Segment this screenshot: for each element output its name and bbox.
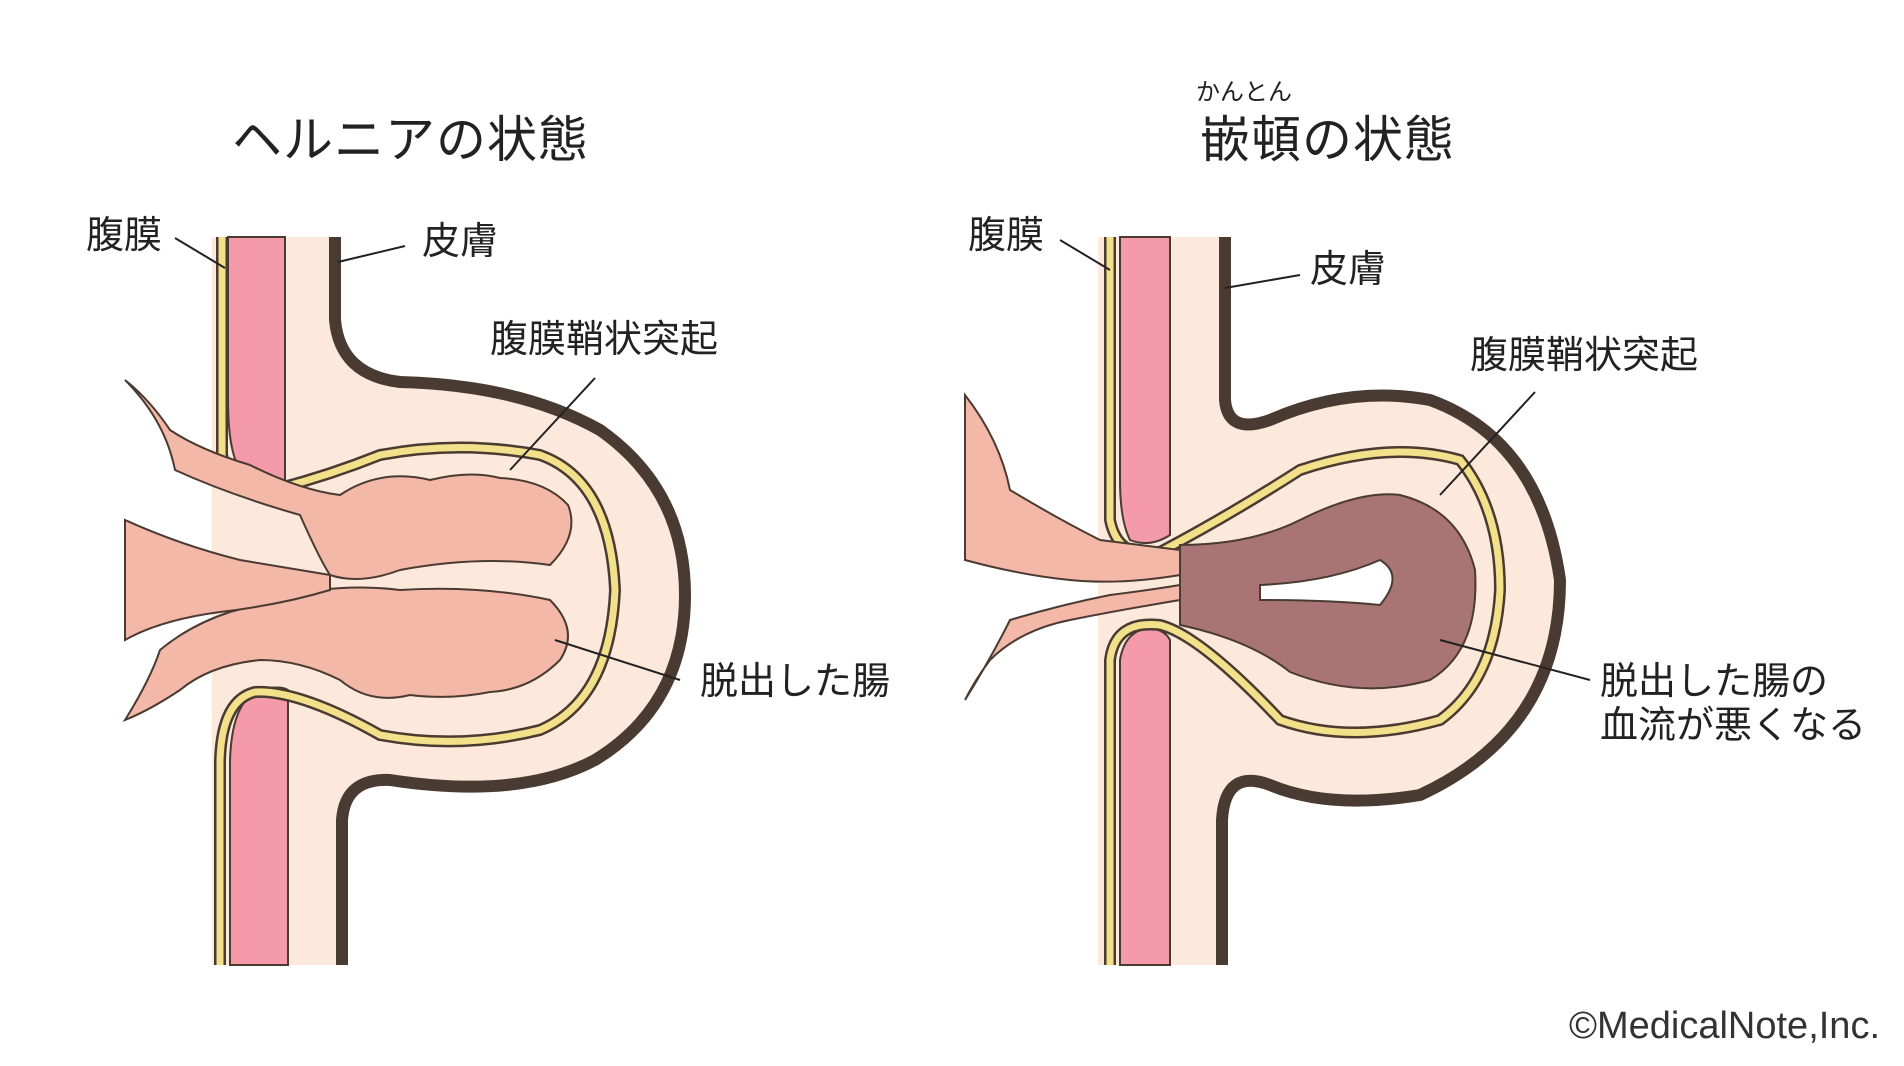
left-leader-processus xyxy=(509,377,596,471)
right-leader-skin xyxy=(1224,274,1301,289)
right-muscle-lower xyxy=(1119,626,1171,966)
right-muscle-upper xyxy=(1119,236,1171,545)
right-label-processus: 腹膜鞘状突起 xyxy=(1470,333,1699,377)
right-leader-processus xyxy=(1439,391,1536,496)
left-leader-intestine xyxy=(554,639,681,681)
right-label-peritoneum: 腹膜 xyxy=(968,213,1045,257)
right-leader-peritoneum xyxy=(1059,239,1111,271)
left-label-processus: 腹膜鞘状突起 xyxy=(490,317,719,361)
right-panel-title: 嵌頓の状態 xyxy=(1200,111,1455,169)
right-label-intestine-line2: 血流が悪くなる xyxy=(1600,703,1867,747)
copyright-notice: ©MedicalNote,Inc. xyxy=(1568,1005,1880,1047)
right-intestine-healthy xyxy=(964,392,1181,583)
right-leader-intestine xyxy=(1439,639,1591,681)
left-intestine-upper xyxy=(124,379,573,580)
left-skin-line xyxy=(329,237,691,965)
left-label-skin: 皮膚 xyxy=(422,219,499,263)
right-intestine-lumen xyxy=(1259,558,1394,607)
left-leader-peritoneum xyxy=(174,237,226,269)
left-hernia-illustration xyxy=(122,236,691,966)
left-muscle-lower xyxy=(229,686,289,966)
right-skin-line xyxy=(1216,237,1566,965)
left-label-intestine: 脱出した腸 xyxy=(700,659,891,703)
left-leader-skin xyxy=(337,245,406,263)
right-label-skin: 皮膚 xyxy=(1310,247,1387,291)
left-label-peritoneum: 腹膜 xyxy=(86,213,163,257)
right-label-intestine-line1: 脱出した腸の xyxy=(1600,659,1829,703)
right-incarceration-illustration xyxy=(964,236,1591,966)
right-panel-title-ruby: かんとん xyxy=(1196,78,1292,106)
left-intestine-lower xyxy=(122,586,569,723)
left-panel-title: ヘルニアの状態 xyxy=(232,111,589,169)
left-muscle-upper xyxy=(227,236,286,482)
